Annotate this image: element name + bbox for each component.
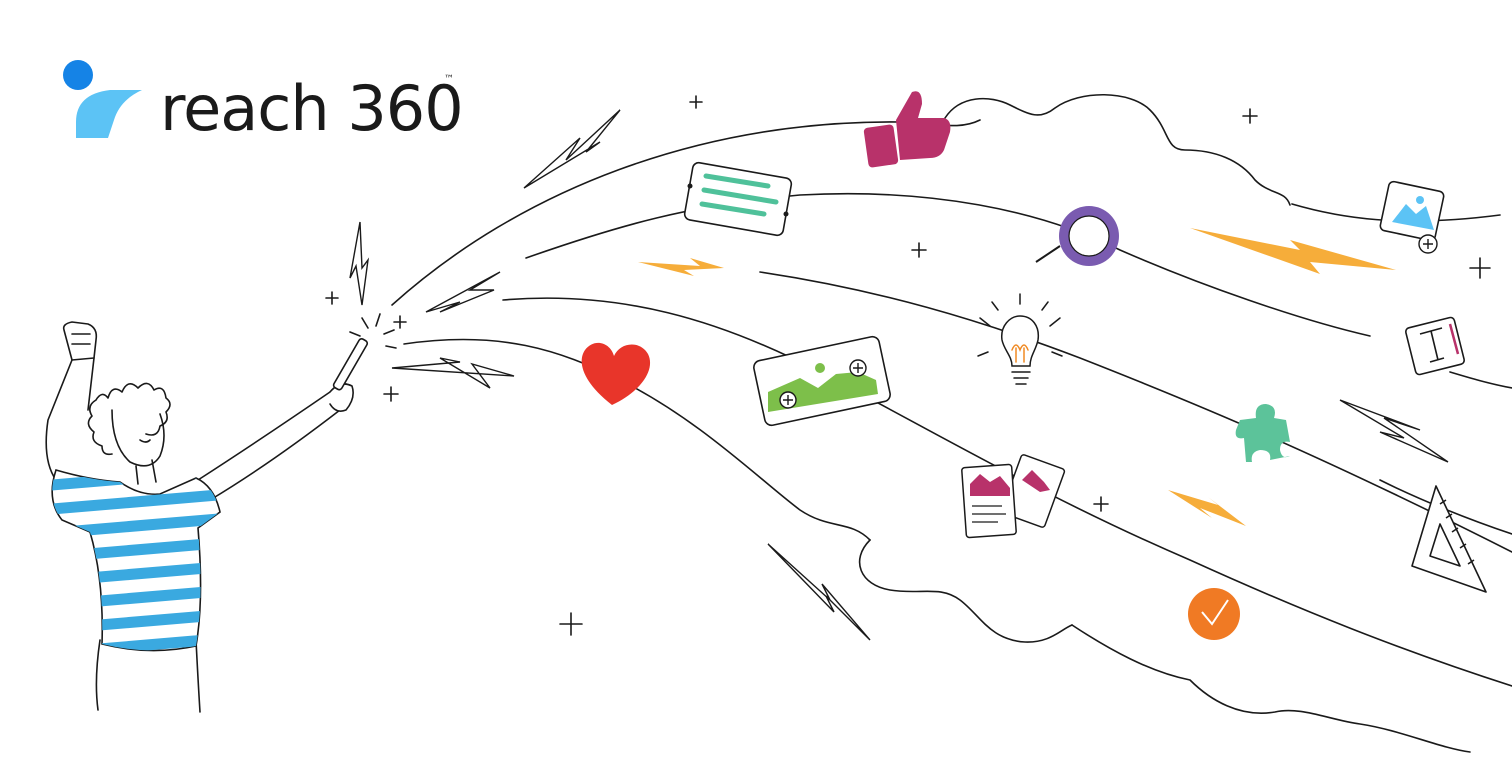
heart-icon [581, 342, 651, 405]
lightning-icon [349, 221, 370, 306]
sparkle-plus-icon [1469, 257, 1491, 279]
striped-shirt [51, 469, 221, 652]
lightning-icon [1339, 399, 1449, 463]
sparkle-plus-icon [393, 315, 407, 329]
magic-wand-icon [332, 313, 397, 391]
image-card-icon [753, 335, 891, 427]
lightning-icon [767, 543, 871, 641]
sparkle-plus-icon [383, 386, 399, 402]
lightbulb-icon [977, 293, 1063, 385]
stream-line [1291, 203, 1501, 222]
cloud-outline [858, 539, 1073, 643]
stream-line [525, 192, 1371, 337]
sparkle-plus-icon [911, 242, 927, 258]
magnifier-icon [1035, 206, 1119, 266]
stream-line [759, 271, 1512, 553]
image-card-icon [1379, 180, 1445, 254]
lightning-icon [425, 271, 501, 313]
brand-name: reach 360 [160, 72, 464, 145]
sparkle-plus-icon [1093, 496, 1109, 512]
person-figure [45, 321, 354, 713]
logo-mark-icon [63, 60, 142, 138]
lightning-icon [1168, 490, 1246, 526]
chat-card-icon [683, 161, 793, 237]
documents-icon [961, 454, 1066, 539]
stream-line [403, 338, 871, 541]
sparkle-plus-icon [1242, 108, 1258, 124]
lightning-icon [1190, 228, 1396, 274]
cloud-outline [1071, 624, 1471, 753]
trademark-mark: ™ [444, 74, 454, 85]
thumbs-up-icon [863, 91, 951, 168]
check-badge-icon [1188, 588, 1240, 640]
triangle-ruler-icon [1411, 485, 1487, 593]
sparkle-plus-icon [689, 95, 703, 109]
puzzle-icon [1235, 404, 1290, 462]
brand-logo[interactable]: reach 360 ™ [58, 60, 478, 150]
lightning-icon [523, 109, 621, 189]
lightning-icon [391, 357, 515, 389]
sparkle-plus-icon [559, 612, 583, 636]
cloud-outline [944, 93, 1291, 206]
lightning-icon [638, 258, 724, 276]
sparkle-plus-icon [325, 291, 339, 305]
stream-line [1449, 371, 1512, 389]
text-tool-icon [1404, 316, 1466, 376]
